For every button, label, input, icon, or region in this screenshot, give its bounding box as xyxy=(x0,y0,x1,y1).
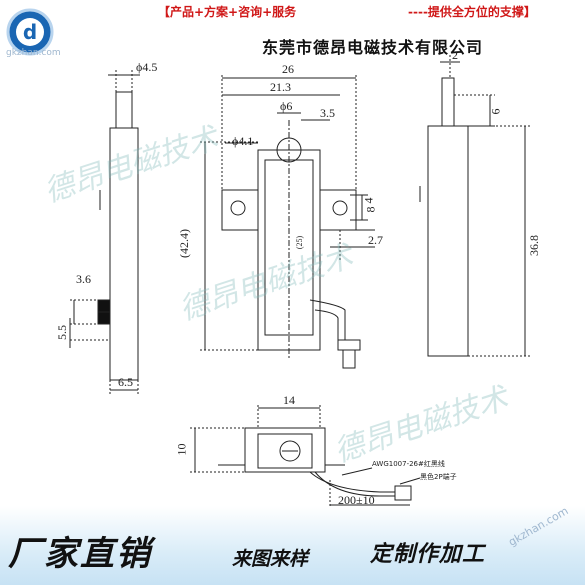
footer-factory-direct: 厂家直销 xyxy=(8,534,152,574)
dim-26: 26 xyxy=(282,62,294,76)
company-logo: d xyxy=(6,8,54,56)
dim-phi6: ϕ6 xyxy=(280,99,293,113)
footer-custom-drawing: 来图来样 xyxy=(232,548,309,570)
front-view xyxy=(200,75,375,369)
dim-3-5: 3.5 xyxy=(320,106,335,120)
dim-phi41: ϕ4.1 xyxy=(232,134,254,148)
services-banner: 【产品+方案+咨询+服务 xyxy=(158,5,297,19)
dim-10: 10 xyxy=(174,443,189,456)
bottom-view xyxy=(190,405,421,510)
dim-2-7: 2.7 xyxy=(368,233,383,247)
logo-url: gkzhan.com xyxy=(6,48,61,58)
dim-phi45: ϕ4.5 xyxy=(136,60,158,74)
dim-36-8: 36.8 xyxy=(527,235,541,256)
dim-200: 200±10 xyxy=(338,493,375,507)
svg-text:d: d xyxy=(23,20,37,44)
dim-14: 14 xyxy=(283,393,295,407)
dim-8: 8 xyxy=(363,206,378,213)
connector-label: 黑色2P端子 xyxy=(420,473,457,481)
dim-2: 2 xyxy=(452,48,458,62)
footer-custom-processing: 定制作加工 xyxy=(370,542,486,567)
dim-21-3: 21.3 xyxy=(270,80,291,94)
dim-3-6: 3.6 xyxy=(76,272,91,286)
dim-center-mark: (25) xyxy=(295,235,305,250)
dim-5-5: 5.5 xyxy=(55,325,69,340)
dim-42-4: (42.4) xyxy=(177,229,191,258)
left-side-view xyxy=(69,70,140,395)
right-side-view xyxy=(419,55,530,357)
wire-label: AWG1007-26#红黑线 xyxy=(372,460,445,468)
footer-band xyxy=(0,506,585,585)
dim-6: 6 xyxy=(488,108,503,115)
support-banner: ----提供全方位的支撑】 xyxy=(408,5,536,19)
dim-4: 4 xyxy=(361,197,376,204)
dim-6-5: 6.5 xyxy=(118,375,133,389)
company-name: 东莞市德昂电磁技术有限公司 xyxy=(262,38,484,57)
